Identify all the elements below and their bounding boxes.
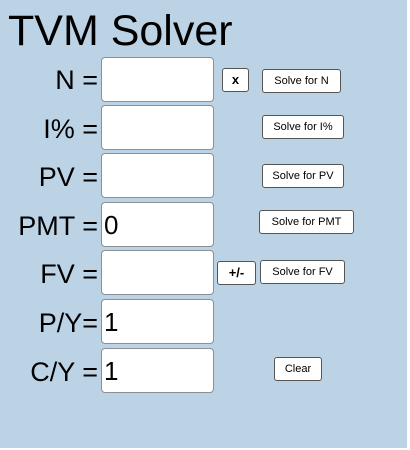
page-title: TVM Solver [8, 7, 233, 55]
n-label: N = [55, 65, 98, 95]
fv-label: FV = [40, 259, 98, 289]
pv-label: PV = [38, 162, 98, 192]
clear-button[interactable]: Clear [274, 357, 322, 381]
n-input[interactable] [101, 57, 214, 102]
solve-pv-button[interactable]: Solve for PV [262, 164, 344, 188]
cy-input[interactable] [101, 348, 214, 393]
i-label: I% = [43, 114, 98, 144]
pmt-label: PMT = [18, 211, 98, 241]
solve-pmt-button[interactable]: Solve for PMT [259, 210, 354, 234]
pv-input[interactable] [101, 153, 214, 198]
negate-fv-button[interactable]: +/- [217, 261, 256, 285]
py-label: P/Y= [38, 308, 98, 338]
fv-input[interactable] [101, 250, 214, 295]
pmt-input[interactable] [101, 202, 214, 247]
solve-i-button[interactable]: Solve for I% [262, 115, 344, 139]
clear-n-button[interactable]: x [222, 68, 249, 92]
py-input[interactable] [101, 299, 214, 344]
i-input[interactable] [101, 105, 214, 150]
solve-n-button[interactable]: Solve for N [262, 69, 341, 93]
solve-fv-button[interactable]: Solve for FV [260, 260, 345, 284]
cy-label: C/Y = [30, 357, 98, 387]
